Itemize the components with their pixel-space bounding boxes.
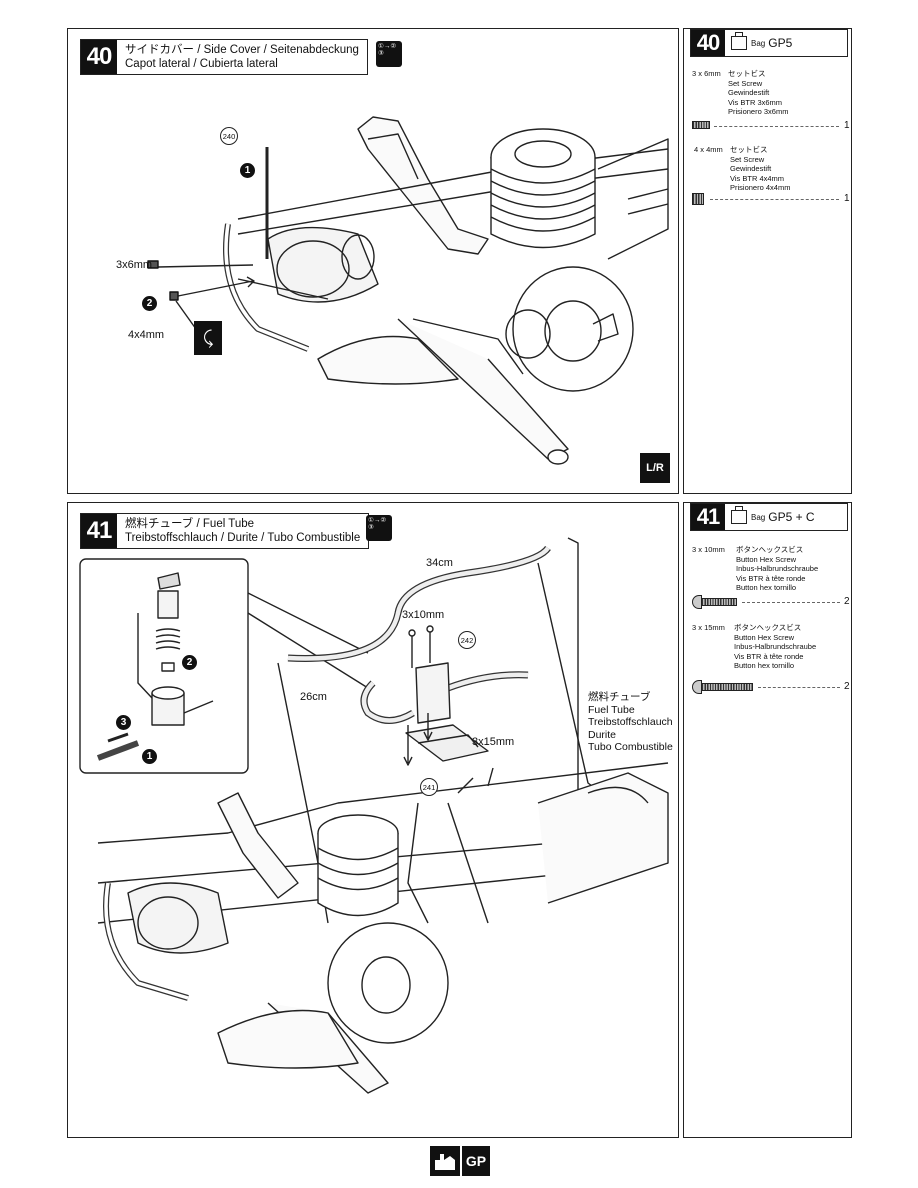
step-40-panel: 40 サイドカバー / Side Cover / Seitenabdeckung… <box>67 28 679 494</box>
left-right-mark: L/R <box>640 453 670 483</box>
part-name-jp: ボタンヘックスビス <box>734 623 802 632</box>
fuel-tube-labels: 燃料チューブ Fuel Tube Treibstoffschlauch Duri… <box>588 691 673 754</box>
tube-34cm-label: 34cm <box>426 557 453 569</box>
engine-logo-icon <box>430 1146 460 1176</box>
step-1-badge: 1 <box>240 163 255 178</box>
tube-26cm-label: 26cm <box>300 691 327 703</box>
gp-logo: GP <box>430 1146 490 1176</box>
part-size: 4 x 4mm <box>694 145 723 154</box>
part-241-callout: 241 <box>420 778 438 796</box>
step-40-illustration <box>147 116 669 465</box>
step-41-title-line1: 燃料チューブ / Fuel Tube <box>125 518 255 530</box>
inset-step-1-badge: 1 <box>142 749 157 764</box>
part-size: 3 x 6mm <box>692 69 721 78</box>
part-name-de: Inbus-Halbrundschraube <box>736 564 819 574</box>
button-hex-3x10-icon <box>692 595 738 609</box>
part-button-hex-3x15: 3 x 15mm ボタンヘックスビス Button Hex Screw Inbu… <box>692 623 852 683</box>
threadlock-icon: ⤹ <box>194 321 222 355</box>
step-40-header: 40 サイドカバー / Side Cover / Seitenabdeckung… <box>80 39 368 75</box>
step-41-title-line2: Treibstoffschlauch / Durite / Tubo Combu… <box>125 532 361 544</box>
part-242-callout: 242 <box>458 631 476 649</box>
bag-word: Bag <box>751 512 766 522</box>
part-name-es: Button hex tornillo <box>736 583 797 593</box>
screw-3x15-label: 3x15mm <box>472 736 515 748</box>
inset-step-2-badge: 2 <box>182 655 197 670</box>
bag-word: Bag <box>751 38 766 48</box>
part-qty: 1 <box>844 193 850 204</box>
bag-40-panel: 40 Bag GP5 3 x 6mm セットビス Set Screw Gewin… <box>683 28 852 494</box>
fuel-tube-label-en: Fuel Tube <box>588 703 635 716</box>
part-name-en: Set Screw <box>728 78 763 88</box>
part-name-en: Set Screw <box>730 154 765 164</box>
set-screw-3x6-icon <box>692 121 710 129</box>
step-40-title-line1: サイドカバー / Side Cover / Seitenabdeckung <box>125 44 359 56</box>
part-name-es: Prisionero 4x4mm <box>730 183 791 193</box>
part-name-fr: Vis BTR à tête ronde <box>734 651 804 661</box>
part-name-fr: Vis BTR 4x4mm <box>730 173 785 183</box>
step-41-number: 41 <box>81 514 117 548</box>
part-name-en: Button Hex Screw <box>736 554 797 564</box>
part-name-jp: ボタンヘックスビス <box>736 545 804 554</box>
part-qty: 1 <box>844 120 850 131</box>
fuel-tube-label-de: Treibstoffschlauch <box>588 716 673 728</box>
bag-41-number: 41 <box>691 504 725 530</box>
step-41-panel: 41 燃料チューブ / Fuel Tube Treibstoffschlauch… <box>67 502 679 1138</box>
screw-3x10-label: 3x10mm <box>402 609 445 621</box>
part-name-fr: Vis BTR à tête ronde <box>736 573 806 583</box>
gp-logo-text: GP <box>462 1146 490 1176</box>
step-2-badge: 2 <box>142 296 157 311</box>
bag-icon <box>731 32 747 50</box>
part-qty: 2 <box>844 681 850 692</box>
part-name-es: Prisionero 3x6mm <box>728 107 789 117</box>
step-41-illustration <box>79 537 669 1094</box>
step-40-number: 40 <box>81 40 117 74</box>
part-240-callout: 240 <box>220 127 238 145</box>
part-set-screw-4x4: 4 x 4mm セットビス Set Screw Gewindestift Vis… <box>694 145 849 205</box>
part-qty: 2 <box>844 596 850 607</box>
bag-40-name: GP5 <box>768 36 793 50</box>
part-name-jp: セットビス <box>730 145 768 154</box>
screw-3x6-label: 3x6mm <box>116 259 153 271</box>
bag-icon <box>731 506 747 524</box>
part-button-hex-3x10: 3 x 10mm ボタンヘックスビス Button Hex Screw Inbu… <box>692 545 852 605</box>
part-size: 3 x 10mm <box>692 545 725 554</box>
part-name-es: Button hex tornillo <box>734 661 795 671</box>
part-name-jp: セットビス <box>728 69 766 78</box>
part-name-en: Button Hex Screw <box>734 632 795 642</box>
part-name-de: Gewindestift <box>730 164 772 174</box>
part-name-de: Gewindestift <box>728 88 770 98</box>
inset-step-3-badge: 3 <box>116 715 131 730</box>
bag-40-header: 40 Bag GP5 <box>690 29 848 57</box>
button-hex-3x15-icon <box>692 680 753 694</box>
fuel-tube-label-fr: Durite <box>588 728 617 741</box>
screw-4x4-label: 4x4mm <box>128 329 165 341</box>
part-name-fr: Vis BTR 3x6mm <box>728 97 783 107</box>
part-name-de: Inbus-Halbrundschraube <box>734 642 817 652</box>
bag-40-number: 40 <box>691 30 725 56</box>
fuel-tube-label-jp: 燃料チューブ <box>588 691 651 703</box>
part-set-screw-3x6: 3 x 6mm セットビス Set Screw Gewindestift Vis… <box>692 69 847 129</box>
set-screw-4x4-icon <box>692 193 704 205</box>
fuel-tube-label-es: Tubo Combustible <box>588 741 673 753</box>
bag-41-panel: 41 Bag GP5 + C 3 x 10mm ボタンヘックスビス Button… <box>683 502 852 1138</box>
step-40-title-line2: Capot lateral / Cubierta lateral <box>125 58 278 70</box>
step-41-header: 41 燃料チューブ / Fuel Tube Treibstoffschlauch… <box>80 513 370 549</box>
part-size: 3 x 15mm <box>692 623 725 632</box>
bag-41-header: 41 Bag GP5 + C <box>690 503 848 531</box>
bag-41-name: GP5 + C <box>768 510 815 524</box>
assembly-order-icon: ①→② ③ <box>376 41 402 67</box>
assembly-order-icon: ①→② ③ <box>366 515 392 541</box>
